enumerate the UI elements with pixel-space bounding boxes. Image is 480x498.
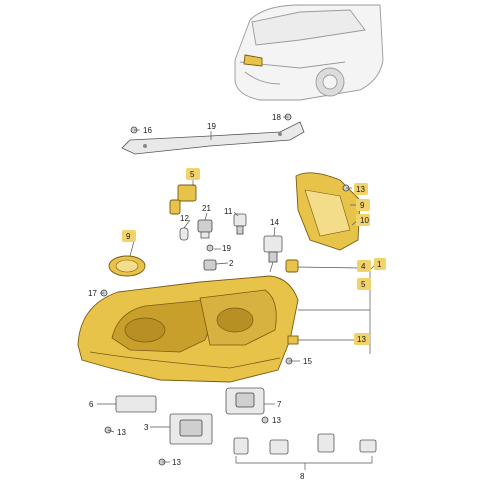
label-19-left: 17 bbox=[88, 289, 97, 298]
car-illustration bbox=[234, 4, 384, 101]
label-18: 19 bbox=[222, 244, 231, 253]
cap-9 bbox=[108, 255, 146, 277]
trim-15 bbox=[287, 335, 299, 345]
bulb-21 bbox=[197, 219, 213, 239]
motor-7 bbox=[225, 387, 265, 415]
label-5-bulb: 5 bbox=[190, 170, 195, 179]
label-13-ballast: 13 bbox=[172, 458, 181, 467]
adjuster-2 bbox=[203, 259, 217, 271]
bulb-12 bbox=[179, 227, 189, 241]
control-module-6 bbox=[115, 395, 157, 413]
label-3: 3 bbox=[144, 423, 149, 432]
bulb-11 bbox=[233, 213, 247, 235]
headlight-housing bbox=[77, 275, 299, 383]
label-2: 2 bbox=[229, 259, 234, 268]
connector-set-10 bbox=[233, 433, 377, 455]
mounting-bracket-20 bbox=[121, 121, 305, 155]
label-10: 8 bbox=[300, 472, 305, 481]
label-16: 16 bbox=[143, 126, 152, 135]
label-5-right: 5 bbox=[361, 280, 366, 289]
label-6: 6 bbox=[89, 400, 94, 409]
label-8: 9 bbox=[360, 201, 365, 210]
label-19-top: 18 bbox=[272, 113, 281, 122]
screw-18 bbox=[206, 244, 214, 252]
label-9-left: 9 bbox=[126, 232, 131, 241]
connector-4 bbox=[285, 259, 299, 273]
label-9-right: 10 bbox=[360, 216, 369, 225]
label-7: 7 bbox=[277, 400, 282, 409]
label-1: 1 bbox=[377, 260, 382, 269]
label-13-right: 13 bbox=[356, 185, 365, 194]
label-12: 12 bbox=[180, 214, 189, 223]
label-4: 4 bbox=[361, 262, 366, 271]
ballast-3 bbox=[169, 413, 213, 445]
xenon-bulb-14 bbox=[263, 235, 283, 273]
label-11: 11 bbox=[224, 207, 233, 216]
label-14: 14 bbox=[270, 218, 279, 227]
cover-8 bbox=[295, 172, 361, 251]
label-13-left: 13 bbox=[117, 428, 126, 437]
label-15: 13 bbox=[357, 335, 366, 344]
label-13-mid: 13 bbox=[272, 416, 281, 425]
bulb-5 bbox=[169, 184, 197, 215]
label-21: 21 bbox=[202, 204, 211, 213]
label-20: 19 bbox=[207, 122, 216, 131]
badges bbox=[122, 168, 386, 345]
screw-13-7 bbox=[261, 416, 269, 424]
part-number-labels: 16 19 18 5 13 9 10 21 12 11 14 19 2 9 17… bbox=[88, 113, 382, 481]
label-17: 15 bbox=[303, 357, 312, 366]
